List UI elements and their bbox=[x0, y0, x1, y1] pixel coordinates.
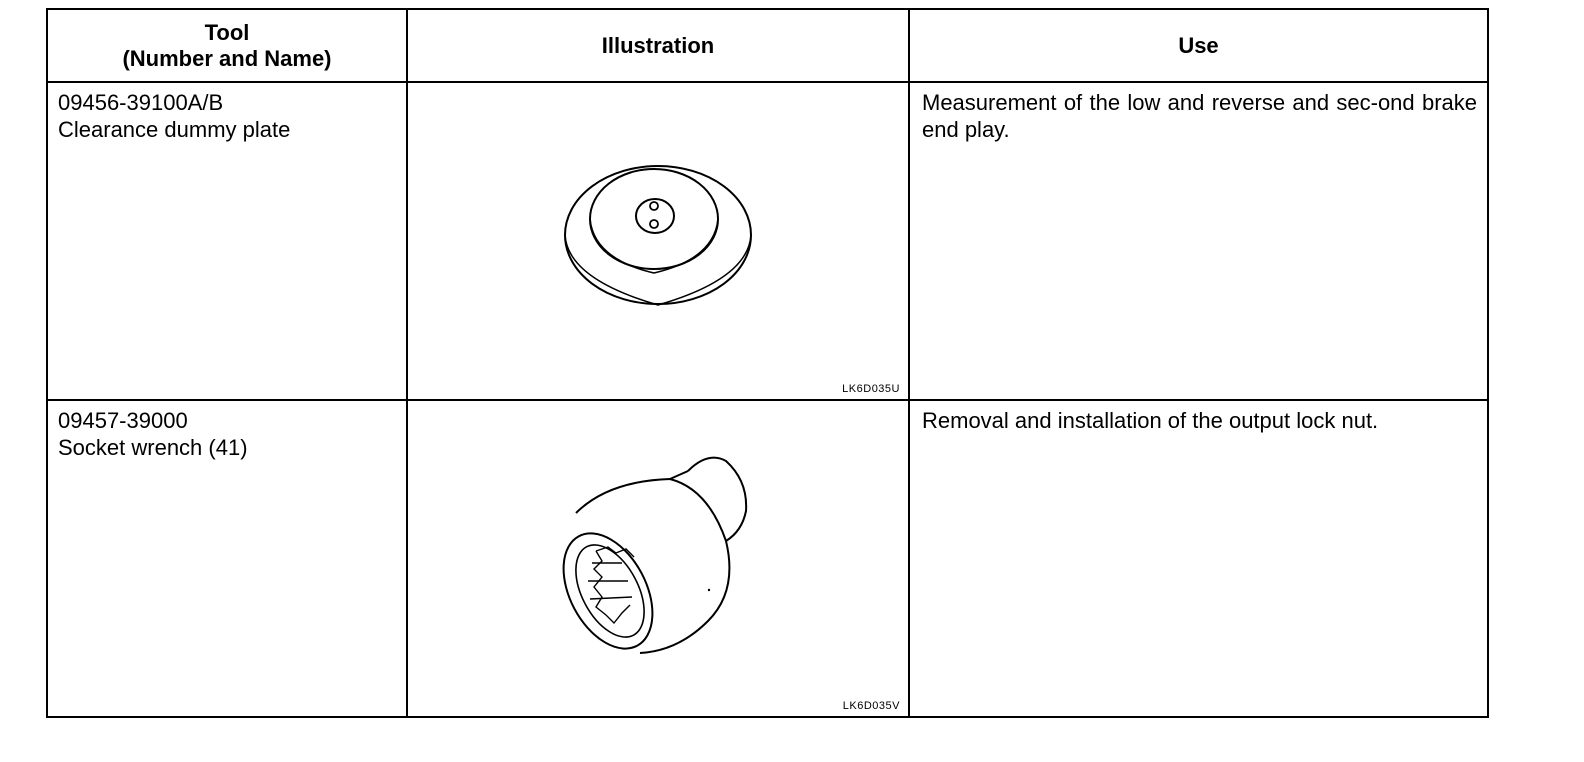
table-row: 09457-39000 Socket wrench (41) bbox=[46, 398, 1489, 718]
socket-wrench-drawing bbox=[562, 456, 748, 654]
use-text: Removal and installation of the output l… bbox=[922, 407, 1379, 433]
use-cell: Removal and installation of the output l… bbox=[908, 398, 1489, 718]
illustration-code: LK6D035V bbox=[842, 700, 900, 712]
illustration-cell: LK6D035V bbox=[406, 398, 910, 718]
use-text: Measurement of the low and reverse and s… bbox=[922, 90, 1477, 142]
tool-name: Socket wrench (41) bbox=[58, 434, 248, 460]
tool-number: 09456-39100A/B bbox=[58, 90, 224, 115]
illustration-cell: LK6D035U bbox=[406, 81, 910, 401]
table-header-row: Tool (Number and Name) Illustration Use bbox=[46, 8, 1489, 83]
tool-cell: 09457-39000 Socket wrench (41) bbox=[46, 398, 408, 718]
tool-cell: 09456-39100A/B Clearance dummy plate bbox=[46, 81, 408, 401]
header-use: Use bbox=[908, 8, 1489, 83]
table-row: 09456-39100A/B Clearance dummy plate bbox=[46, 81, 1489, 401]
clearance-dummy-plate-drawing bbox=[564, 165, 752, 306]
illustration-code: LK6D035U bbox=[842, 382, 900, 395]
header-illustration: Illustration bbox=[406, 8, 910, 83]
header-tool: Tool (Number and Name) bbox=[46, 8, 408, 83]
tool-name: Clearance dummy plate bbox=[58, 117, 291, 142]
use-cell: Measurement of the low and reverse and s… bbox=[908, 81, 1489, 401]
tool-number: 09457-39000 bbox=[58, 407, 188, 433]
special-tools-table: Tool (Number and Name) Illustration Use … bbox=[46, 8, 1489, 718]
